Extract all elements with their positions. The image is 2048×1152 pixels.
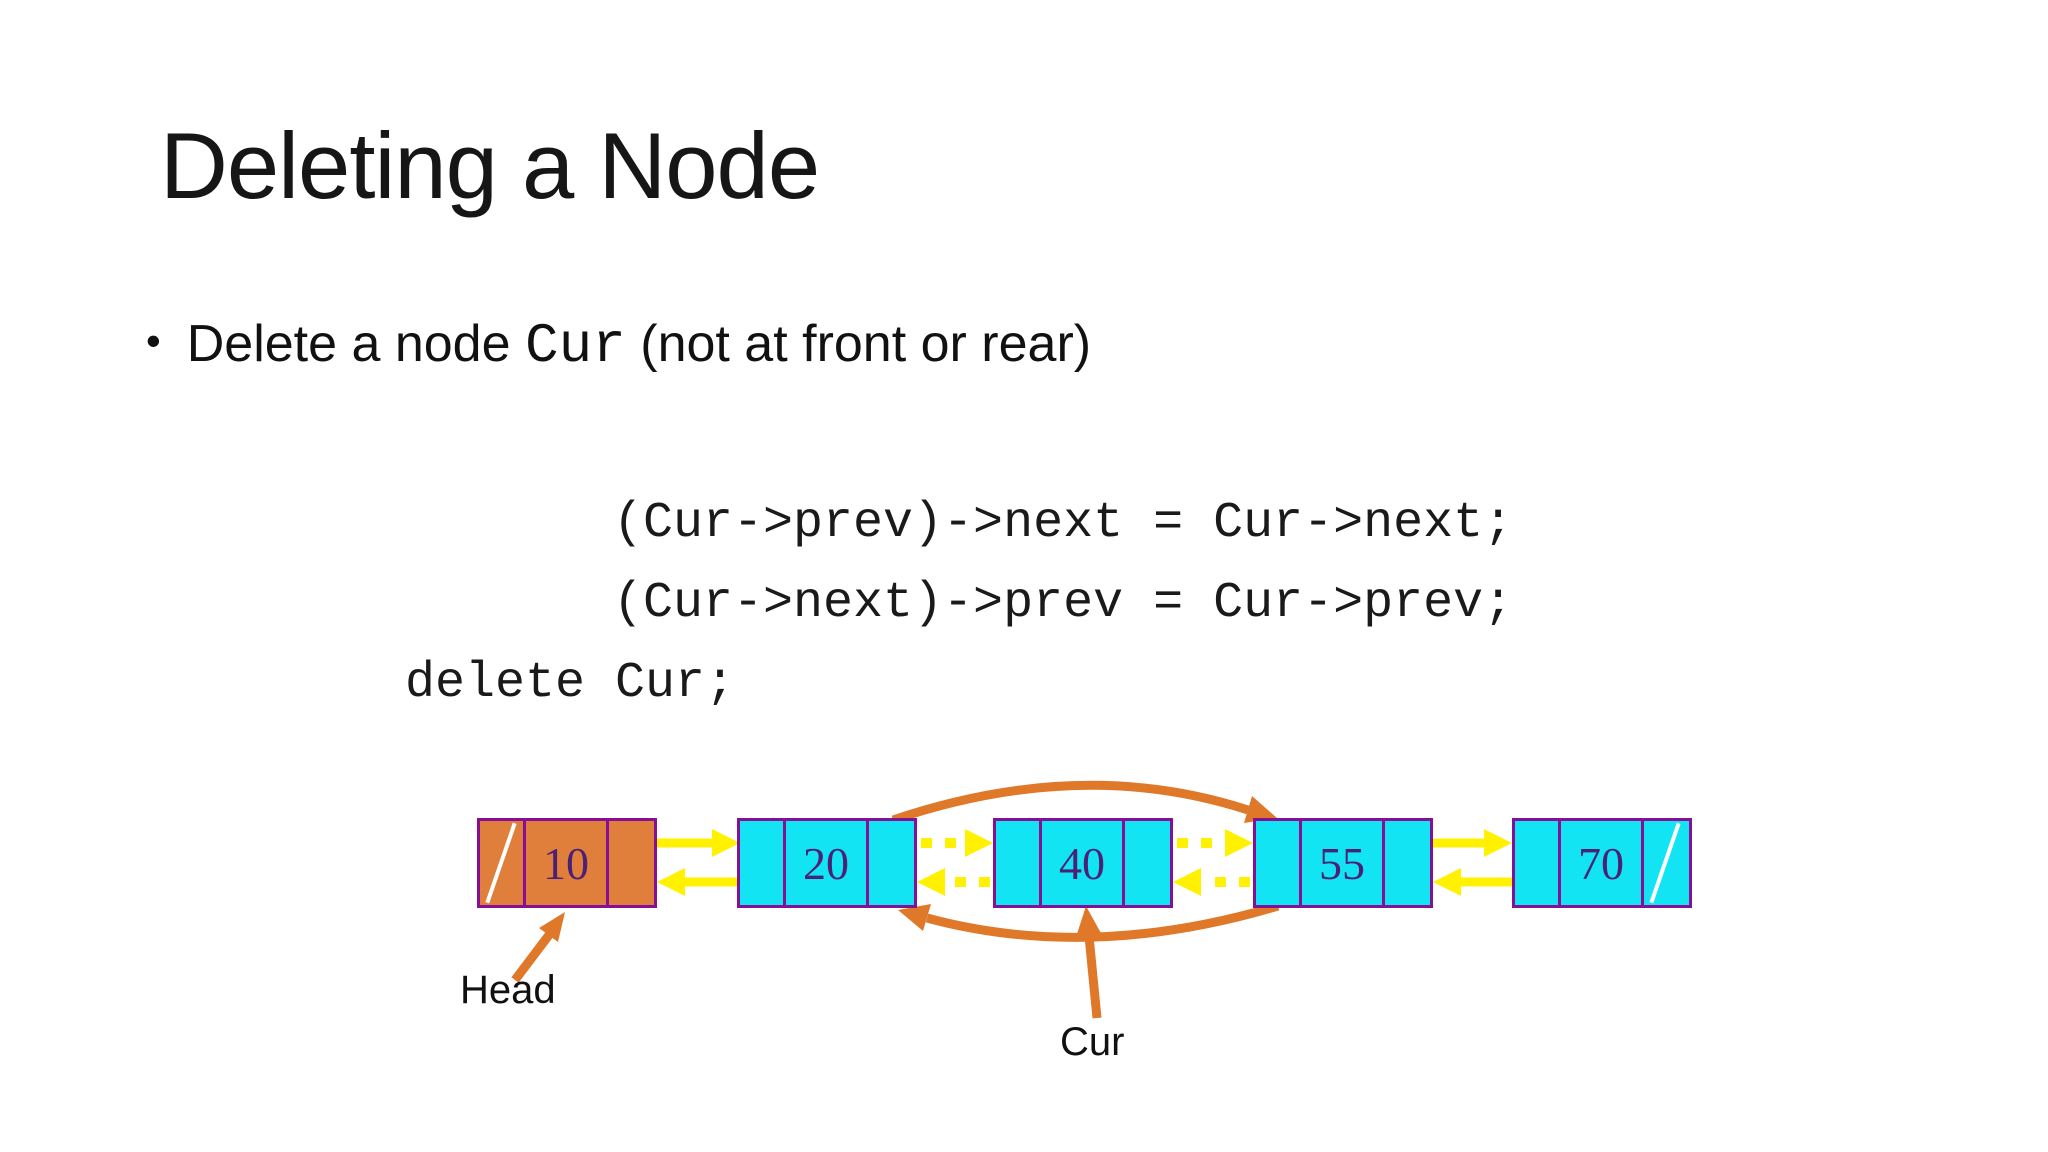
node-40-prev-pointer-cell: [996, 821, 1039, 905]
old-link-40-55-next-arrow: [1177, 829, 1253, 857]
null-pointer-slash: [1649, 822, 1681, 904]
node-55: 55: [1253, 818, 1433, 908]
bullet-line: • Delete a node Cur (not at front or rear…: [146, 314, 1091, 378]
node-55-prev-pointer-cell: [1256, 821, 1299, 905]
bullet-text-after: (not at front or rear): [625, 315, 1092, 373]
bullet-text-before: Delete a node: [186, 315, 525, 373]
node-70-value: 70: [1558, 821, 1644, 905]
node-55-next-pointer-cell: [1385, 821, 1430, 905]
bypass-arc-55-to-20-prev: [898, 901, 1280, 942]
node-40-next-pointer-cell: [1125, 821, 1170, 905]
slide-title: Deleting a Node: [160, 113, 820, 218]
old-link-55-40-prev-arrow: [1173, 868, 1250, 896]
bullet-inline-code: Cur: [524, 314, 626, 378]
node-70-prev-pointer-cell: [1515, 821, 1558, 905]
code-line-3: delete Cur;: [405, 655, 736, 712]
node-10-next-pointer-cell: [609, 821, 654, 905]
link-55-70-next-arrow: [1433, 829, 1512, 857]
null-pointer-slash: [485, 822, 517, 904]
code-line-1: (Cur->prev)->next = Cur->next;: [613, 495, 1514, 552]
node-20-next-pointer-cell: [869, 821, 914, 905]
node-40-value: 40: [1039, 821, 1125, 905]
bullet-marker: •: [146, 317, 161, 364]
code-line-2: (Cur->next)->prev = Cur->prev;: [613, 575, 1514, 632]
link-10-20-next-arrow: [657, 829, 740, 857]
node-10: 10: [477, 818, 657, 908]
node-20-value: 20: [783, 821, 869, 905]
node-55-value: 55: [1299, 821, 1385, 905]
node-20-prev-pointer-cell: [740, 821, 783, 905]
node-10-value: 10: [523, 821, 609, 905]
node-70-next-pointer-cell: [1644, 821, 1689, 905]
old-link-20-40-next-arrow: [921, 829, 993, 857]
cur-pointer-arrow: [1076, 906, 1102, 1019]
node-10-prev-pointer-cell: [480, 821, 523, 905]
node-70: 70: [1512, 818, 1692, 908]
node-40: 40: [993, 818, 1173, 908]
cur-label: Cur: [1060, 1020, 1125, 1064]
link-70-55-prev-arrow: [1433, 868, 1512, 896]
old-link-40-20-prev-arrow: [917, 868, 990, 896]
head-label: Head: [460, 968, 556, 1012]
node-20: 20: [737, 818, 917, 908]
link-20-10-prev-arrow: [657, 868, 737, 896]
